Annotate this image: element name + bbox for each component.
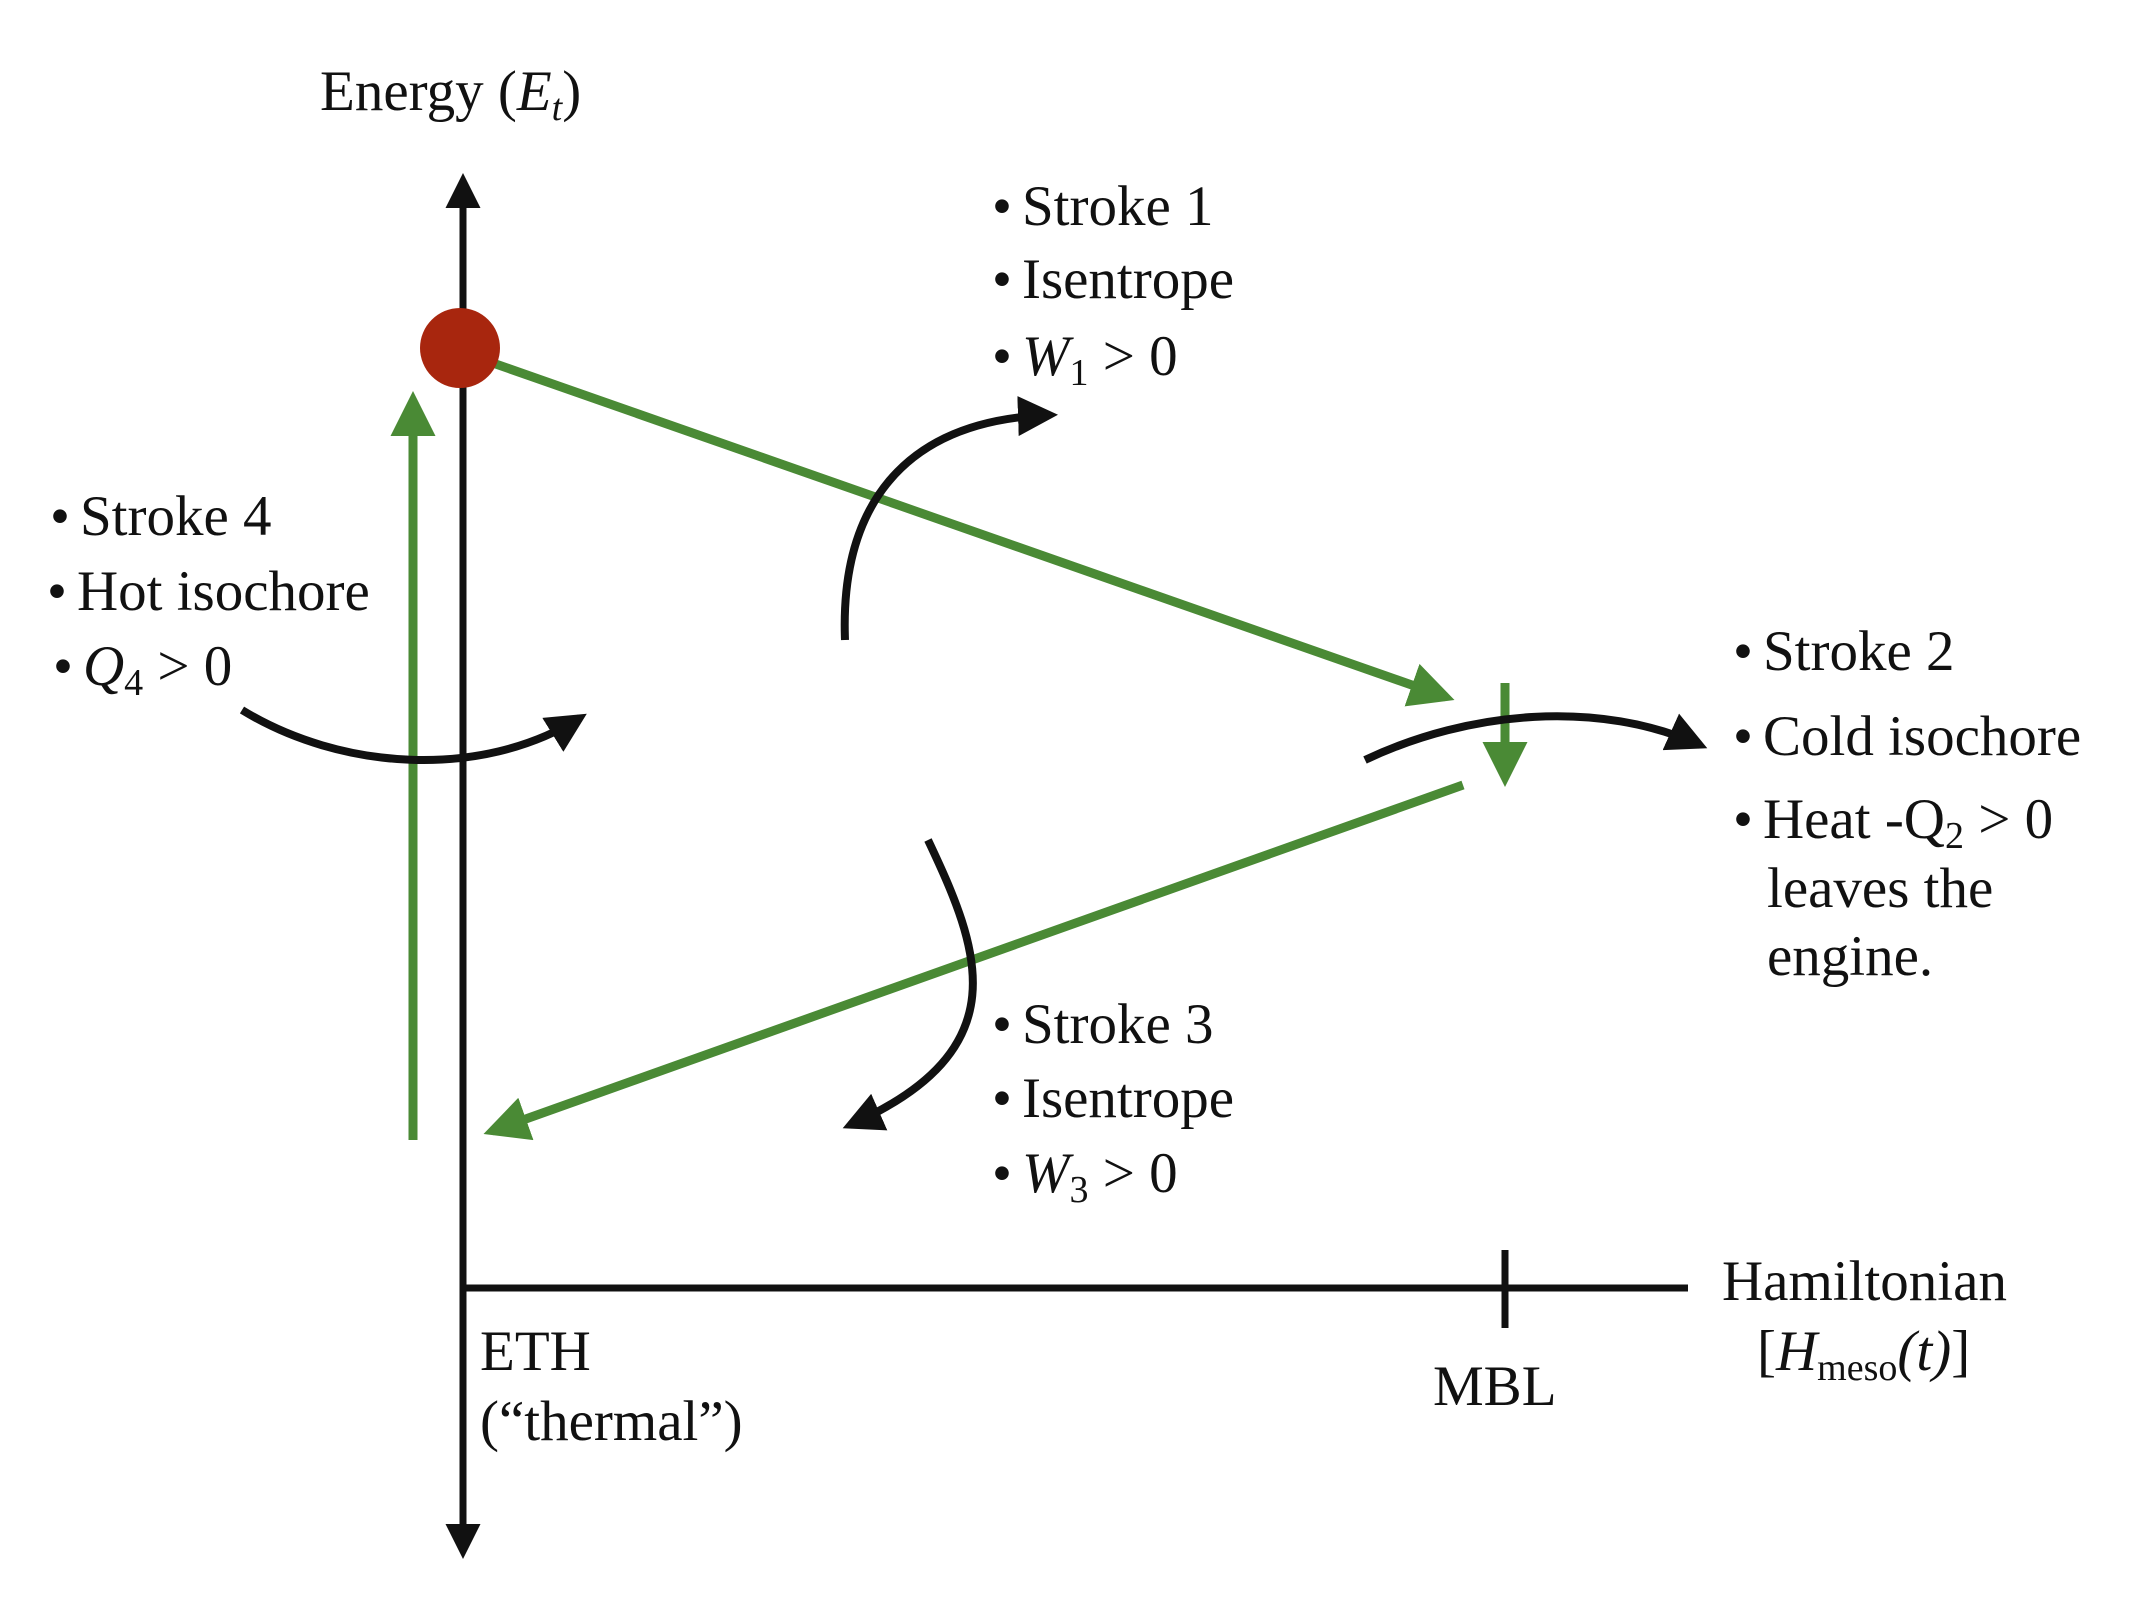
svg-text:•Stroke 2: •Stroke 2: [1733, 620, 1955, 683]
svg-text:leaves the: leaves the: [1767, 857, 1993, 920]
stroke4-annotation: •Stroke 4 •Hot isochore •Q4 > 0: [47, 485, 370, 704]
axes: [445, 173, 1688, 1559]
svg-text:•Stroke 4: •Stroke 4: [50, 485, 272, 548]
stroke3-annotation: •Stroke 3 •Isentrope •W3 > 0: [992, 993, 1234, 1211]
eth-label: ETH: [480, 1320, 591, 1383]
work-out-arrow-1: [840, 396, 1058, 641]
stroke3-path: [483, 780, 1465, 1141]
svg-text:•Stroke 3: •Stroke 3: [992, 993, 1214, 1056]
energy-axis-label: Energy (Et): [320, 60, 581, 129]
svg-text:•Isentrope: •Isentrope: [992, 248, 1234, 311]
stroke2-annotation: •Stroke 2 •Cold isochore •Heat -Q2 > 0 l…: [1733, 620, 2081, 988]
stroke1-annotation: •Stroke 1 •Isentrope •W1 > 0: [992, 175, 1234, 394]
svg-text:•Heat -Q2 > 0: •Heat -Q2 > 0: [1733, 788, 2053, 857]
hamiltonian-axis-label-var: [Hmeso(t)]: [1757, 1320, 1970, 1389]
work-out-arrow-3: [842, 838, 977, 1131]
mbl-label: MBL: [1433, 1355, 1557, 1418]
svg-text:•Q4 > 0: •Q4 > 0: [53, 635, 232, 704]
svg-text:•Stroke 1: •Stroke 1: [992, 175, 1214, 238]
heat-in-arrow-4: [239, 706, 587, 764]
svg-text:•Isentrope: •Isentrope: [992, 1067, 1234, 1130]
svg-text:•Cold isochore: •Cold isochore: [1733, 705, 2081, 768]
hamiltonian-axis-label: Hamiltonian: [1722, 1250, 2007, 1313]
heat-out-arrow-2: [1363, 712, 1708, 764]
state-dot: [420, 308, 500, 388]
engine-cycle: [390, 357, 1528, 1141]
svg-text:•Hot isochore: •Hot isochore: [47, 560, 370, 623]
svg-text:•W3 > 0: •W3 > 0: [992, 1142, 1178, 1211]
stroke1-path: [488, 357, 1455, 707]
flow-arrows: [239, 396, 1708, 1131]
eth-thermal-label: (“thermal”): [480, 1390, 743, 1453]
svg-text:engine.: engine.: [1767, 925, 1933, 988]
svg-text:•W1 > 0: •W1 > 0: [992, 325, 1178, 394]
